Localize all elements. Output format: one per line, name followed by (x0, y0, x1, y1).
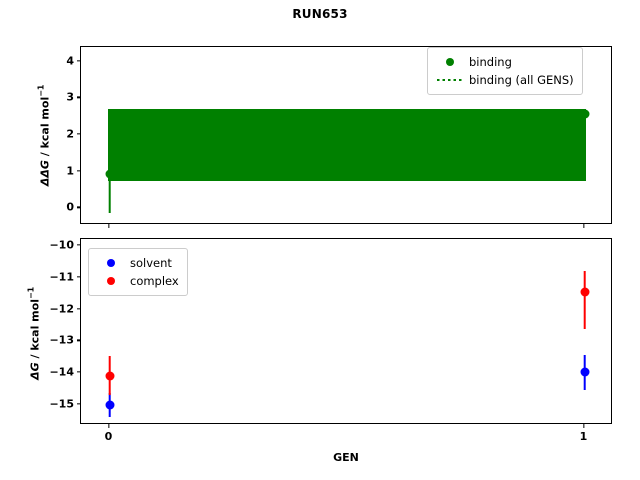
binding-errorbar (108, 174, 111, 214)
legend-label-binding: binding (469, 55, 512, 69)
binding-all-gens-line-icon (435, 79, 465, 81)
legend-item-solvent[interactable]: solvent (96, 254, 179, 272)
bottom-ytick-label: −10 (49, 238, 74, 252)
bottom-ytick-label: −14 (49, 365, 74, 379)
bottom-ytick-mark (76, 244, 80, 246)
top-plot-data-layer (81, 47, 611, 223)
solvent-data-point (105, 400, 114, 410)
complex-data-point (580, 287, 589, 297)
complex-data-point (105, 371, 114, 381)
bottom-ytick-label: −12 (49, 302, 74, 316)
top-y-tick-column: 0 1 2 3 4 (38, 0, 80, 480)
legend-item-binding-all-gens[interactable]: binding (all GENS) (435, 71, 574, 89)
binding-data-point (105, 169, 114, 179)
top-ytick-label: 3 (66, 90, 74, 104)
bottom-ytick-mark (76, 339, 80, 342)
complex-marker-icon (96, 277, 126, 285)
legend-item-binding[interactable]: binding (435, 53, 574, 71)
bottom-ytick-mark (76, 276, 80, 278)
page-title: RUN653 (292, 7, 348, 21)
binding-data-point (580, 109, 589, 119)
x-axis-label: GEN (333, 451, 359, 464)
legend-label-solvent: solvent (130, 256, 172, 270)
x-tick-label: 0 (104, 430, 113, 443)
bottom-xtick-mark (582, 424, 585, 428)
binding-all-gens-band (108, 108, 586, 182)
top-plot-legend[interactable]: binding binding (all GENS) (427, 47, 583, 95)
bottom-plot-data-layer (81, 239, 611, 423)
top-ytick-mark (76, 170, 80, 172)
top-ytick-label: 0 (66, 200, 74, 214)
bottom-ytick-label: −15 (49, 397, 74, 411)
top-xtick-mark (107, 224, 110, 228)
bottom-ytick-label: −13 (49, 333, 74, 347)
binding-marker-icon (435, 58, 465, 66)
bottom-ytick-mark (76, 371, 80, 373)
bottom-plot-legend[interactable]: solvent complex (88, 248, 188, 296)
top-ytick-mark (76, 206, 80, 209)
bottom-ytick-label: −11 (49, 270, 74, 284)
bottom-ytick-mark (76, 307, 80, 310)
top-ytick-mark (76, 133, 80, 135)
top-xtick-mark (582, 224, 585, 228)
top-ytick-mark (76, 60, 80, 62)
bottom-y-tick-column: −10 −11 −12 −13 −14 −15 (38, 0, 80, 480)
solvent-marker-icon (96, 259, 126, 267)
bottom-xtick-mark (107, 424, 110, 428)
legend-item-complex[interactable]: complex (96, 272, 179, 290)
legend-label-complex: complex (130, 274, 179, 288)
bottom-ytick-mark (76, 403, 80, 405)
solvent-data-point (580, 367, 589, 377)
top-ytick-mark (76, 96, 80, 99)
x-tick-label: 1 (579, 430, 588, 443)
top-ytick-label: 4 (66, 54, 74, 68)
top-ytick-label: 2 (66, 127, 74, 141)
complex-errorbar (583, 270, 586, 330)
top-ytick-label: 1 (66, 164, 74, 178)
legend-label-binding-all-gens: binding (all GENS) (469, 73, 574, 87)
